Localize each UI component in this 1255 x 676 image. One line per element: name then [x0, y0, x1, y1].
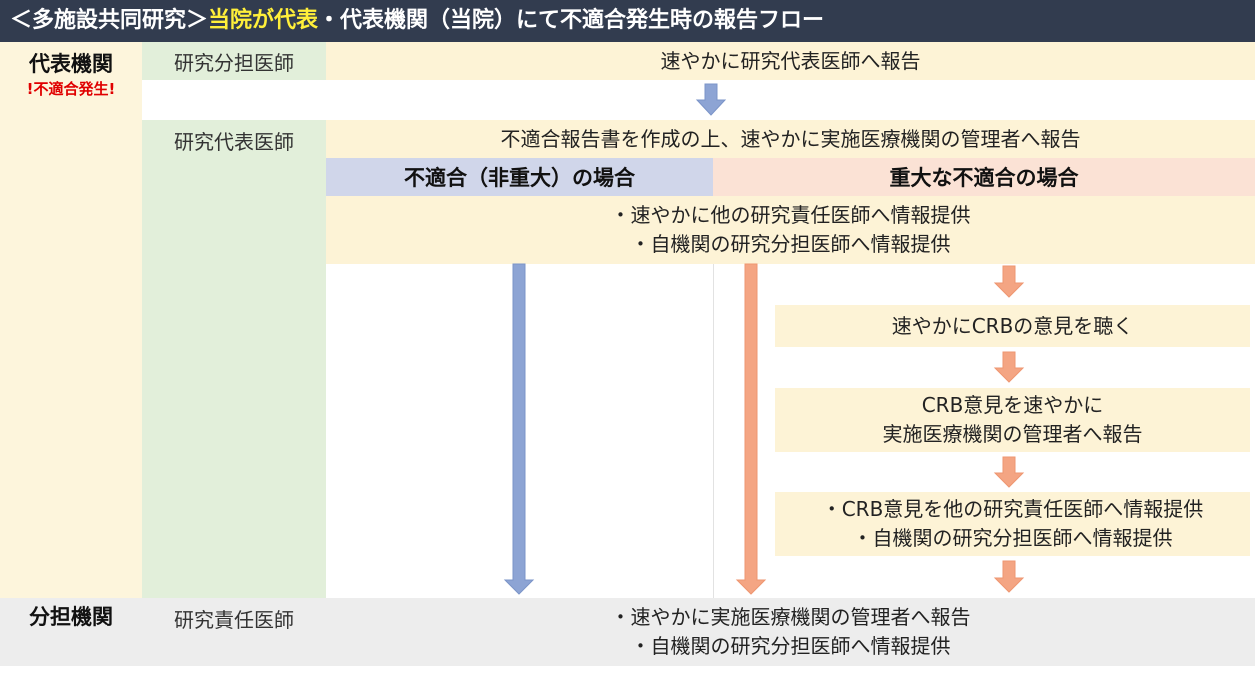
role-principal-investigator: 研究代表医師	[174, 130, 294, 154]
sub-org-line-1: ・速やかに実施医療機関の管理者へ報告	[610, 605, 971, 629]
crb-report-line-2: 実施医療機関の管理者へ報告	[882, 422, 1143, 446]
arrow-serious-direct-icon	[735, 263, 767, 595]
pi-role-column	[142, 120, 326, 598]
sub-org-label: 分担機関	[29, 605, 113, 629]
step-report-to-pi: 速やかに研究代表医師へ報告	[326, 42, 1255, 80]
arrow-non-serious-icon	[503, 263, 535, 595]
step-create-report: 不適合報告書を作成の上、速やかに実施医療機関の管理者へ報告	[326, 120, 1255, 158]
arrow-to-pi-icon	[695, 83, 727, 116]
arrow-to-crb-share-icon	[993, 456, 1025, 488]
step-share-info: ・速やかに他の研究責任医師へ情報提供 ・自機関の研究分担医師へ情報提供	[326, 196, 1255, 264]
page-title: ＜多施設共同研究＞当院が代表・代表機関（当院）にて不適合発生時の報告フロー	[0, 0, 1255, 42]
sub-org-line-2: ・自機関の研究分担医師へ情報提供	[630, 634, 951, 658]
share-info-line-2: ・自機関の研究分担医師へ情報提供	[630, 232, 951, 256]
crb-share-line-1: ・CRB意見を他の研究責任医師へ情報提供	[821, 497, 1204, 521]
title-suffix: ・代表機関（当院）にて不適合発生時の報告フロー	[318, 8, 825, 33]
step-crb-share: ・CRB意見を他の研究責任医師へ情報提供 ・自機関の研究分担医師へ情報提供	[775, 492, 1250, 556]
lead-org-label-group: 代表機関 !不適合発生!	[0, 42, 142, 102]
role-responsible-investigator: 研究責任医師	[174, 608, 294, 632]
case-serious: 重大な不適合の場合	[713, 158, 1255, 196]
step-crb-opinion: 速やかにCRBの意見を聴く	[775, 305, 1250, 347]
role-sub-investigator: 研究分担医師	[142, 42, 326, 80]
case-divider	[713, 264, 714, 598]
nonconformity-alert: !不適合発生!	[26, 80, 116, 98]
arrow-to-crb-icon	[993, 265, 1025, 298]
crb-share-line-2: ・自機関の研究分担医師へ情報提供	[852, 526, 1173, 550]
arrow-to-crb-report-icon	[993, 351, 1025, 383]
title-highlight: 当院が代表	[208, 8, 319, 33]
lead-org-lane	[0, 42, 142, 598]
sub-org-lane	[0, 598, 1255, 666]
share-info-line-1: ・速やかに他の研究責任医師へ情報提供	[610, 203, 971, 227]
step-sub-org-actions: ・速やかに実施医療機関の管理者へ報告 ・自機関の研究分担医師へ情報提供	[326, 598, 1255, 666]
crb-report-line-1: CRB意見を速やかに	[921, 393, 1104, 417]
step-crb-report: CRB意見を速やかに 実施医療機関の管理者へ報告	[775, 388, 1250, 452]
arrow-to-sub-org-icon	[993, 560, 1025, 593]
case-non-serious: 不適合（非重大）の場合	[326, 158, 713, 196]
lead-org-label: 代表機関	[29, 52, 113, 76]
title-prefix: ＜多施設共同研究＞	[10, 8, 209, 33]
